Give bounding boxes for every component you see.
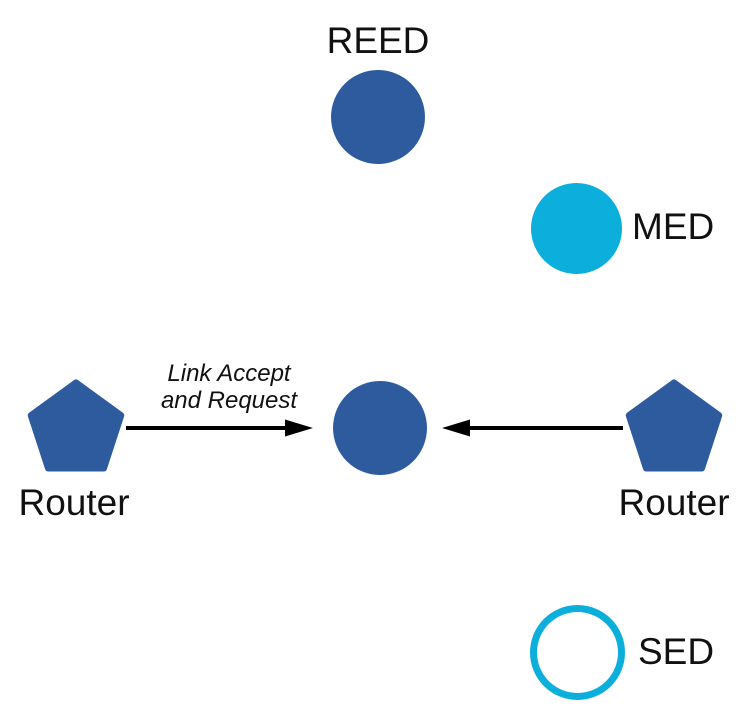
arrowhead-left-icon xyxy=(442,419,470,437)
reed-node xyxy=(331,70,425,164)
router-left-label: Router xyxy=(18,482,130,523)
router-right-node xyxy=(625,379,723,472)
left-arrow-label-line1: Link Accept xyxy=(167,360,291,387)
central-node xyxy=(333,381,427,475)
router-right-label: Router xyxy=(618,482,730,523)
arrow-router-left-to-central xyxy=(126,419,313,437)
pentagon-icon xyxy=(27,379,125,472)
pentagon-icon xyxy=(625,379,723,472)
sed-label: SED xyxy=(638,631,715,672)
arrow-router-right-to-central xyxy=(442,419,623,437)
router-left-node xyxy=(27,379,125,472)
left-arrow-label: Link Accept and Request xyxy=(134,360,324,414)
med-label: MED xyxy=(632,206,715,247)
left-arrow-label-line2: and Request xyxy=(160,387,298,414)
arrowhead-right-icon xyxy=(285,419,313,437)
med-node xyxy=(531,183,622,274)
reed-label: REED xyxy=(326,20,430,61)
sed-node xyxy=(530,605,625,700)
